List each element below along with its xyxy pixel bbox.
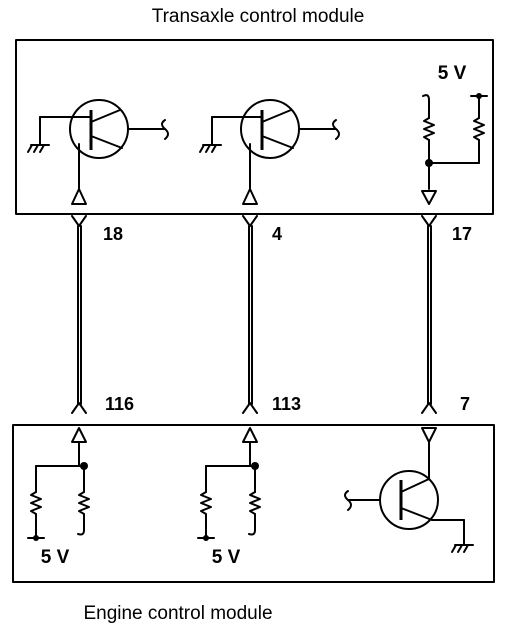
tcm-supply-label: 5 V	[438, 63, 467, 84]
wire-4-113	[242, 215, 258, 414]
tcm-box	[15, 39, 494, 215]
tcm-transistor-left	[27, 99, 169, 205]
pin-label-7: 7	[460, 394, 470, 414]
pin-label-113: 113	[272, 394, 301, 414]
tcm-title: Transaxle control module	[152, 6, 365, 27]
ecm-supply-label-left: 5 V	[41, 547, 70, 568]
pin-label-116: 116	[105, 394, 134, 414]
ecm-pullup-network-mid: 5 V	[197, 427, 261, 568]
tcm-pullup-network: 5 V	[421, 63, 488, 205]
ecm-title: Engine control module	[83, 603, 272, 624]
ecm-transistor-right	[344, 427, 474, 553]
wire-18-116	[71, 215, 87, 414]
wire-17-7	[421, 215, 437, 414]
pin-label-18: 18	[103, 224, 123, 244]
pin-label-4: 4	[272, 224, 282, 244]
ecm-supply-label-mid: 5 V	[212, 547, 241, 568]
ecm-pullup-network-left: 5 V	[27, 427, 90, 568]
pin-label-17: 17	[452, 224, 472, 244]
tcm-transistor-mid	[199, 99, 340, 205]
ecm-box	[12, 424, 495, 583]
